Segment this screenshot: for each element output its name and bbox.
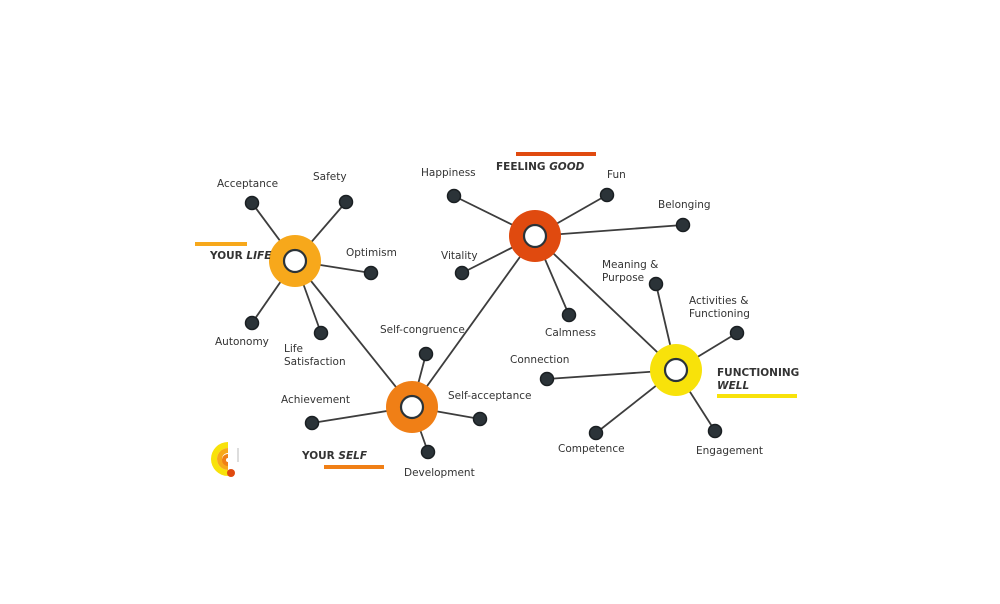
label-happiness: Happiness bbox=[421, 167, 476, 179]
node-optimism bbox=[363, 265, 379, 281]
label-connection: Connection bbox=[510, 354, 570, 366]
label-safety: Safety bbox=[313, 171, 347, 183]
hub-your-self bbox=[386, 381, 438, 433]
node-development bbox=[420, 444, 436, 460]
hub-center bbox=[399, 394, 425, 420]
hub-center bbox=[522, 223, 548, 249]
label-meaning-purpose: Meaning & Purpose bbox=[602, 259, 658, 285]
functioning-well-title: FUNCTIONING WELL bbox=[717, 367, 800, 392]
label-autonomy: Autonomy bbox=[215, 336, 269, 348]
label-fun: Fun bbox=[607, 169, 626, 181]
label-life-satisfaction-line2: Satisfaction bbox=[284, 356, 346, 368]
node-autonomy bbox=[244, 315, 260, 331]
your-self-title: YOUR SELF bbox=[302, 450, 368, 462]
label-self-congruence: Self-congruence bbox=[380, 324, 465, 336]
label-meaning-purpose-line2: Purpose bbox=[602, 272, 645, 284]
label-achievement: Achievement bbox=[281, 394, 350, 406]
your-self-bar bbox=[324, 465, 384, 469]
node-calmness bbox=[561, 307, 577, 323]
label-meaning-purpose-line1: Meaning & bbox=[602, 259, 659, 271]
label-vitality: Vitality bbox=[441, 250, 478, 262]
feeling-good-title: FEELING GOOD bbox=[496, 161, 585, 173]
label-development: Development bbox=[404, 467, 475, 479]
label-life-satisfaction: Life Satisfaction bbox=[284, 343, 346, 369]
node-safety bbox=[338, 194, 354, 210]
node-achievement bbox=[304, 415, 320, 431]
hub-link-your-life-your-self bbox=[294, 260, 413, 408]
label-life-satisfaction-line1: Life bbox=[284, 343, 303, 355]
label-activities-functioning-line2: Functioning bbox=[689, 308, 750, 320]
label-belonging: Belonging bbox=[658, 199, 711, 211]
hub-functioning-well bbox=[650, 344, 702, 396]
functioning-well-bar bbox=[717, 394, 797, 398]
node-belonging bbox=[675, 217, 691, 233]
node-meaning-purpose bbox=[648, 276, 664, 292]
node-engagement bbox=[707, 423, 723, 439]
node-happiness bbox=[446, 188, 462, 204]
your-life-title: YOUR LIFE bbox=[210, 250, 272, 262]
node-competence bbox=[588, 425, 604, 441]
node-acceptance bbox=[244, 195, 260, 211]
hub-link-your-self-feeling-good bbox=[411, 235, 536, 408]
label-acceptance: Acceptance bbox=[217, 178, 279, 190]
node-vitality bbox=[454, 265, 470, 281]
label-calmness: Calmness bbox=[545, 327, 596, 339]
label-engagement: Engagement bbox=[696, 445, 763, 457]
hub-center bbox=[663, 357, 689, 383]
hub-center bbox=[282, 248, 308, 274]
label-competence: Competence bbox=[558, 443, 625, 455]
hub-link-feeling-good-functioning-well bbox=[534, 235, 677, 371]
label-self-acceptance: Self-acceptance bbox=[448, 390, 532, 402]
node-life-satisfaction bbox=[313, 325, 329, 341]
your-life-bar bbox=[195, 242, 247, 246]
node-self-acceptance bbox=[472, 411, 488, 427]
label-optimism: Optimism bbox=[346, 247, 397, 259]
label-activities-functioning-line1: Activities & bbox=[689, 295, 749, 307]
label-activities-functioning: Activities & Functioning bbox=[689, 295, 750, 321]
node-activities-functioning bbox=[729, 325, 745, 341]
node-fun bbox=[599, 187, 615, 203]
hub-your-life bbox=[269, 235, 321, 287]
node-self-congruence bbox=[418, 346, 434, 362]
feeling-good-bar bbox=[516, 152, 596, 156]
node-connection bbox=[539, 371, 555, 387]
hub-feeling-good bbox=[509, 210, 561, 262]
brand-logo bbox=[211, 442, 239, 477]
